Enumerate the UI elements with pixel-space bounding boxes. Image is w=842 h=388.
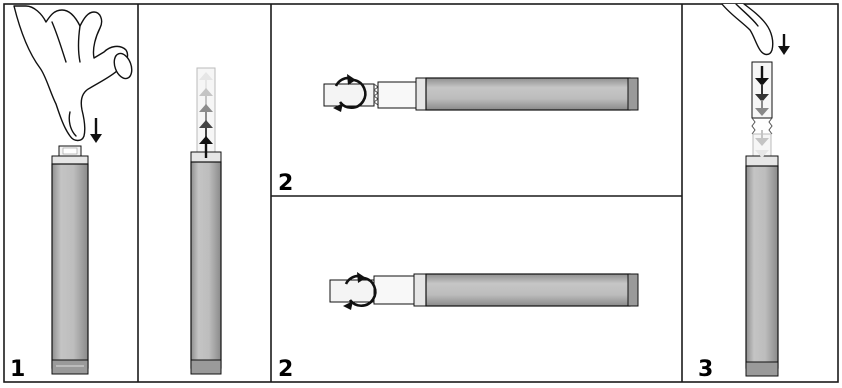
step-number-2b: 2: [278, 357, 293, 382]
panel-step-2-top: 2: [278, 74, 639, 196]
panel-step-1-detail: [190, 67, 222, 375]
panel-step-1: 1: [10, 5, 133, 382]
horizontal-tube: [329, 273, 639, 307]
step-number-3: 3: [698, 357, 713, 382]
panel-step-2-bottom: 2: [278, 272, 639, 382]
step-number-2a: 2: [278, 171, 293, 196]
step-number-1: 1: [10, 357, 25, 382]
vertical-tube: [745, 61, 779, 377]
hand-press-icon: [13, 5, 133, 142]
down-arrow-icon: [90, 118, 102, 143]
down-arrow-icon: [778, 34, 790, 55]
rotate-icon: [343, 272, 377, 310]
horizontal-tube: [323, 77, 639, 111]
rotate-icon: [333, 74, 367, 112]
down-arrows-icon: [755, 66, 769, 158]
panel-borders: [3, 3, 839, 383]
panel-step-3: 3: [698, 3, 790, 382]
vertical-tube: [190, 67, 222, 375]
hand-press-icon: [721, 3, 774, 56]
up-arrows-icon: [199, 72, 213, 158]
vertical-tube: [51, 145, 89, 375]
